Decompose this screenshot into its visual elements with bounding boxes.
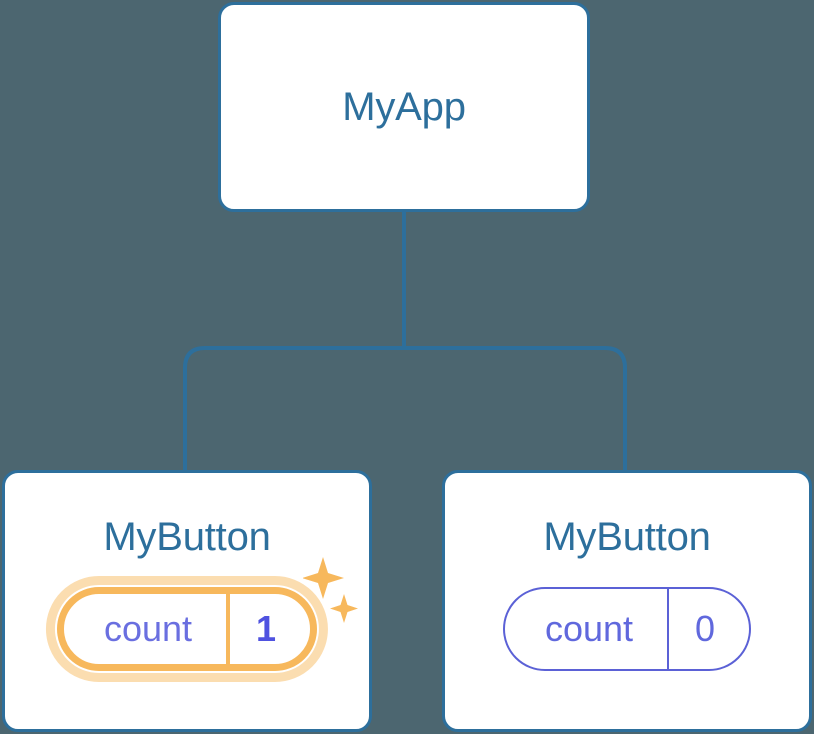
- node-title-root: MyApp: [342, 85, 466, 129]
- node-title-child-left: MyButton: [103, 515, 271, 559]
- tree-node-root[interactable]: MyApp: [218, 2, 590, 212]
- tree-node-child-right[interactable]: MyButton count 0: [442, 470, 812, 732]
- state-pill-key-left: count: [103, 608, 193, 649]
- state-pill-wrapper-right: count 0: [502, 587, 752, 671]
- state-pill-key-right: count: [544, 608, 634, 649]
- sparkle-large-icon: [303, 557, 345, 599]
- state-pill-value-right: 0: [667, 589, 749, 669]
- state-pill-wrapper-left: count 1: [45, 557, 359, 682]
- node-title-child-right: MyButton: [543, 515, 711, 559]
- connector-branch-bus: [183, 346, 627, 470]
- tree-node-child-left[interactable]: MyButton count 1: [2, 470, 372, 732]
- state-pill-left[interactable]: count 1: [56, 587, 318, 671]
- state-pill-value-left: 1: [226, 594, 310, 664]
- state-pill-right[interactable]: count 0: [502, 587, 752, 671]
- sparkle-small-icon: [330, 594, 359, 623]
